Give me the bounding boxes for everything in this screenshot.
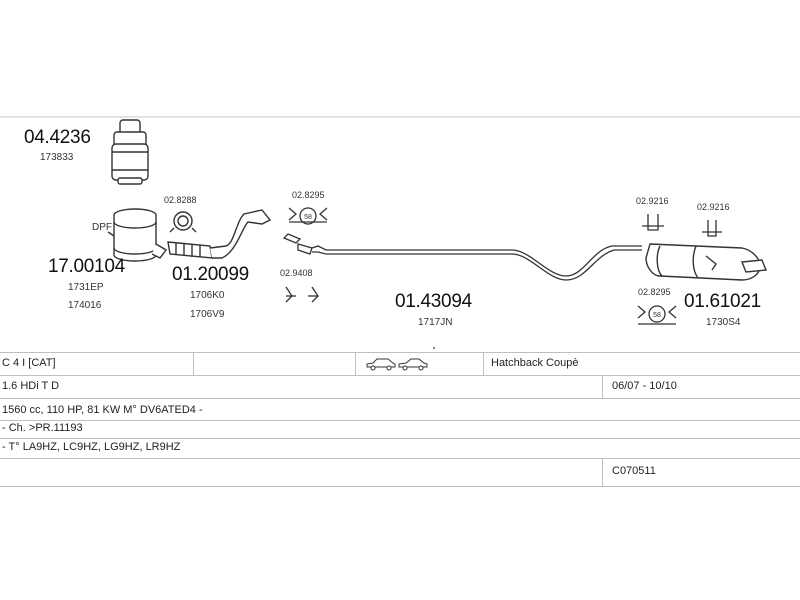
exhaust-diagram: 58 58	[0, 116, 800, 350]
rear-hanger-b-drawing	[702, 220, 722, 237]
car-body-icons	[366, 358, 428, 371]
front-pipe-drawing	[167, 209, 272, 259]
clamp-code: 02.8288	[164, 195, 197, 205]
front-pipe-ref-1: 1706K0	[190, 290, 225, 301]
front-pipe-ref-2: 1706V9	[190, 309, 225, 320]
rear-hanger-c-code: 02.8295	[638, 287, 671, 297]
dpf-label: DPF	[92, 222, 112, 233]
hanger-top-drawing: 58	[288, 207, 328, 225]
table-engine: 1.6 HDi T D	[2, 380, 60, 392]
catalytic-converter-drawing	[111, 119, 149, 185]
hanger-bottom-drawing	[285, 286, 319, 303]
rear-hanger-b-code: 02.9216	[697, 202, 730, 212]
table-chassis: - Ch. >PR.11193	[2, 422, 83, 434]
table-model: C 4 I [CAT]	[2, 357, 56, 369]
rear-silencer-drawing	[645, 243, 767, 281]
table-types: - T° LA9HZ, LC9HZ, LG9HZ, LR9HZ	[2, 441, 181, 453]
mid-pipe-code: 01.43094	[395, 291, 472, 312]
dpf-code: 17.00104	[48, 256, 125, 277]
svg-text:58: 58	[304, 214, 312, 221]
table-catalog-code: C070511	[612, 465, 656, 477]
mid-pipe-ref: 1717JN	[418, 317, 453, 328]
table-spec: 1560 cc, 110 HP, 81 KW M° DV6ATED4 -	[2, 404, 203, 416]
rear-hanger-a-drawing	[642, 214, 664, 231]
dpf-ref-1: 1731EP	[68, 282, 104, 293]
hatchback-car-icon	[366, 358, 396, 371]
table-dates: 06/07 - 10/10	[612, 380, 677, 392]
mid-pipe-drawing	[282, 233, 642, 281]
coupe-car-icon	[398, 358, 428, 371]
svg-text:58: 58	[653, 312, 661, 319]
hanger-top-code: 02.8295	[292, 190, 325, 200]
rear-silencer-code: 01.61021	[684, 291, 761, 312]
dpf-drawing	[107, 208, 168, 262]
table-body-type: Hatchback Coupè	[491, 357, 579, 369]
rear-hanger-a-code: 02.9216	[636, 196, 669, 206]
clamp-drawing	[169, 211, 197, 233]
dpf-ref-2: 174016	[68, 300, 102, 311]
cat-code: 04.4236	[24, 127, 91, 148]
hanger-bottom-code: 02.9408	[280, 268, 313, 278]
rear-silencer-ref: 1730S4	[706, 317, 741, 328]
cat-ref: 173833	[40, 152, 74, 163]
front-pipe-code: 01.20099	[172, 264, 249, 285]
rear-hanger-c-drawing: 58	[637, 305, 677, 325]
